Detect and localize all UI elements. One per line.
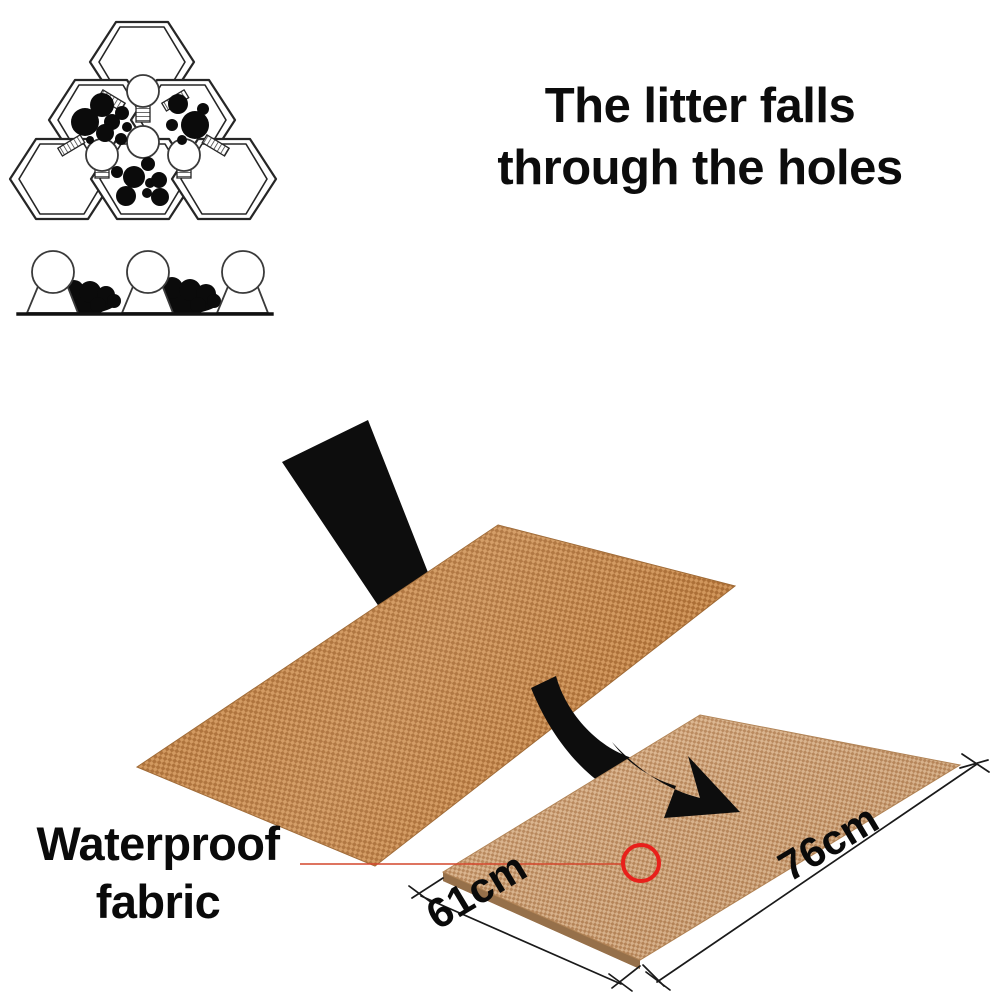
hex-junction-nodes bbox=[85, 74, 201, 172]
side-view-nodes bbox=[25, 250, 270, 314]
flow-arrow-head bbox=[612, 742, 740, 818]
waterproof-callout-circle bbox=[621, 843, 661, 883]
waterproof-fabric-bottom-layer bbox=[441, 714, 962, 969]
mesh-litter-mat-top-layer bbox=[135, 524, 737, 867]
litter-particles bbox=[71, 93, 209, 206]
honeycomb-side-view bbox=[16, 250, 274, 316]
headline-text: The litter falls through the holes bbox=[497, 79, 903, 195]
dimension-lines bbox=[408, 753, 990, 992]
waterproof-fabric-label: Waterproof fabric bbox=[36, 817, 281, 929]
